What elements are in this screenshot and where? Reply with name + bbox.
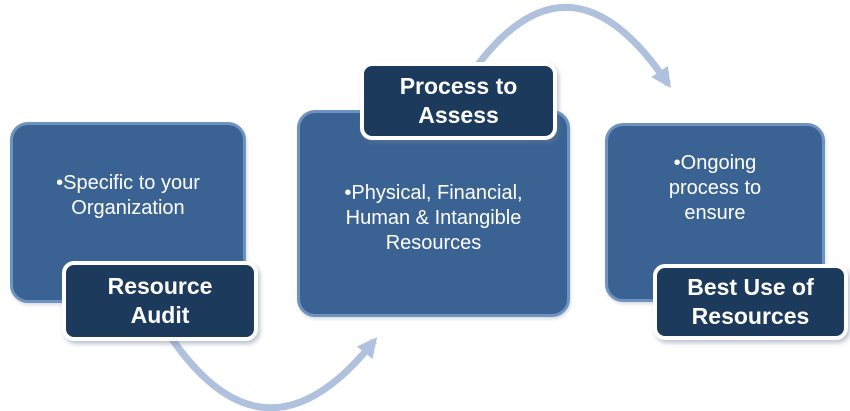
step-body-text: •Physical, Financial, Human & Intangible… — [344, 181, 523, 254]
step-label-resource-audit: Resource Audit — [62, 261, 258, 341]
step-label-text: Resource Audit — [107, 273, 213, 328]
step-box-process-to-assess: •Physical, Financial, Human & Intangible… — [297, 110, 570, 317]
step-label-text: Best Use of Resources — [687, 274, 814, 329]
curved-arrow-top — [471, 4, 671, 89]
step-label-best-use: Best Use of Resources — [653, 264, 848, 340]
step-label-process-to-assess: Process to Assess — [360, 62, 557, 140]
step-body-text: •Ongoing process to ensure — [668, 151, 762, 224]
step-body-text: •Specific to your Organization — [56, 171, 200, 219]
step-label-text: Process to Assess — [399, 73, 518, 128]
curved-arrow-bottom — [167, 334, 378, 411]
